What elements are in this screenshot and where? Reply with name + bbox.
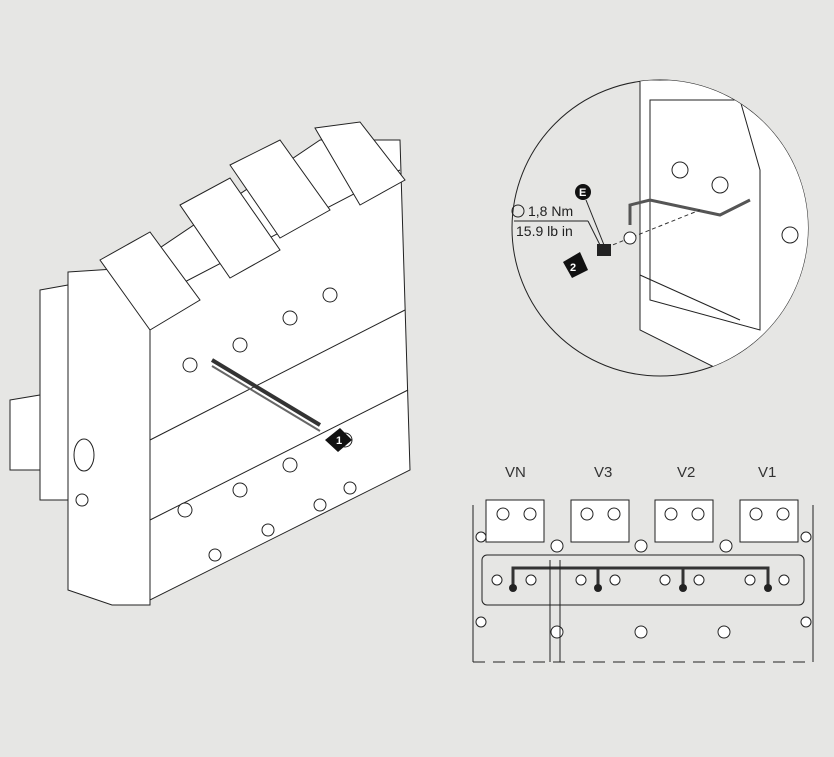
svg-text:2: 2 — [570, 262, 576, 274]
voltage-wire-harness — [513, 568, 768, 585]
screw-icon — [597, 244, 611, 256]
ring-terminal — [624, 232, 636, 244]
phase-label-v2: V2 — [677, 464, 695, 481]
svg-text:1,8 Nm: 1,8 Nm — [528, 203, 573, 219]
svg-text:1: 1 — [336, 435, 342, 447]
terminal-view: VN V3 V2 V1 — [473, 464, 813, 662]
phase-label-v3: V3 — [594, 464, 612, 481]
circuit-breaker-drawing: 1 — [10, 122, 410, 605]
detail-callout: E 1,8 Nm 15.9 lb in 2 — [512, 80, 810, 380]
svg-text:15.9 lb in: 15.9 lb in — [516, 223, 573, 239]
phase-label-v1: V1 — [758, 464, 776, 481]
phase-label-vn: VN — [505, 464, 526, 481]
svg-text:E: E — [579, 187, 586, 199]
